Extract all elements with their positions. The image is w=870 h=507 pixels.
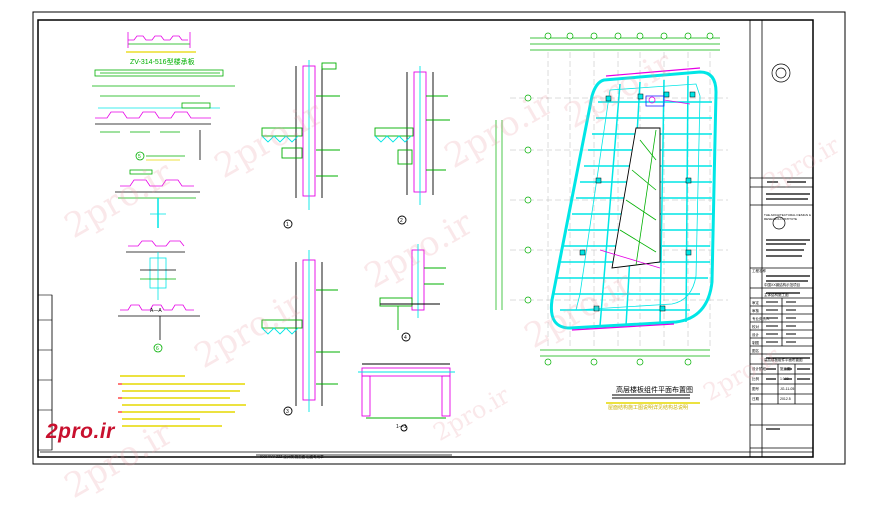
plan-stair-detail bbox=[599, 95, 691, 269]
scale-value: 1:100 bbox=[780, 377, 789, 381]
deck-dimension-row bbox=[92, 69, 235, 97]
marker-2: 2 bbox=[400, 218, 403, 224]
plan-columns bbox=[579, 91, 696, 312]
plan-dimension-bottom bbox=[540, 349, 710, 357]
title-block-seal bbox=[771, 63, 791, 230]
drawing-name: 高层楼板组件平面布置图 bbox=[764, 357, 803, 362]
project-name-2: 主体结构施工图 bbox=[764, 292, 789, 297]
stage-label: 设计阶段 bbox=[752, 366, 766, 371]
plan-dimension-top bbox=[530, 37, 720, 51]
bottom-strip: XXX YYY ZZZ 设计院 施工图 出图专用章 bbox=[260, 454, 324, 459]
deck-section-tier4 bbox=[118, 304, 200, 353]
plan-outline bbox=[549, 70, 718, 330]
drawing-label: 图名 bbox=[752, 348, 759, 353]
number-value: JG-11-05 bbox=[780, 387, 794, 391]
stage-value: 施工图 bbox=[780, 366, 791, 371]
plan-title: 高层楼板组件平面布置图 bbox=[616, 385, 693, 394]
plan-grid-bubbles bbox=[524, 32, 714, 366]
role-3: 专业负责人 bbox=[752, 316, 770, 321]
deck-section-tier2 bbox=[115, 169, 200, 228]
marker-5: 5 bbox=[138, 154, 141, 160]
marker-4: 4 bbox=[404, 335, 407, 341]
marker-6: 6 bbox=[156, 346, 159, 352]
title-block-role-marks bbox=[766, 301, 796, 343]
role-6: 制图 bbox=[752, 340, 760, 345]
scale-label: 比例 bbox=[752, 376, 760, 381]
marker-1: 1 bbox=[286, 222, 289, 228]
site-logo[interactable]: 2pro.ir bbox=[46, 420, 115, 443]
plan-dimension-left bbox=[495, 120, 503, 310]
role-1: 审定 bbox=[752, 300, 760, 305]
column-detail-2 bbox=[374, 66, 450, 225]
date-value: 2012.5 bbox=[780, 397, 791, 401]
outer-frame bbox=[32, 11, 846, 465]
drawing-sheet: ZV-314-516型楼承板 A—A 1—1 1 2 3 4 5 6 高层楼板组… bbox=[32, 11, 846, 507]
date-label: 日期 bbox=[752, 396, 760, 401]
company-en-2: RESEARCH INSTITUTE bbox=[764, 217, 797, 221]
marker-3: 3 bbox=[286, 409, 289, 415]
deck-callout-2 bbox=[135, 151, 185, 161]
number-label: 图号 bbox=[752, 386, 760, 391]
plan-title-underline bbox=[606, 394, 700, 404]
portal-frame-detail bbox=[358, 363, 455, 432]
plan-core-diagonals bbox=[619, 129, 657, 266]
column-detail-1 bbox=[261, 60, 340, 229]
inner-frame bbox=[37, 19, 814, 458]
deck-section-tier3 bbox=[126, 240, 185, 300]
project-name-1: 中国XX钢结构示范项目 bbox=[764, 282, 800, 287]
section-1-label: 1—1 bbox=[396, 424, 407, 430]
notes-block bbox=[120, 375, 246, 427]
deck-profile-detail bbox=[126, 32, 196, 53]
cad-drawing: ZV-314-516型楼承板 A—A 1—1 1 2 3 4 5 6 高层楼板组… bbox=[32, 11, 846, 465]
role-5: 设计 bbox=[752, 332, 760, 337]
binding-strip bbox=[37, 294, 53, 451]
plan-subtitle: 屋面结构施工图说明详见结构总说明 bbox=[608, 404, 688, 411]
role-2: 审核 bbox=[752, 308, 760, 313]
project-label: 工程名称 bbox=[752, 268, 766, 273]
deck-title-label: ZV-314-516型楼承板 bbox=[130, 57, 195, 66]
plan-magenta-trim bbox=[571, 67, 701, 331]
column-detail-4 bbox=[379, 244, 446, 342]
plan-core-opening bbox=[611, 127, 661, 269]
section-a-label: A—A bbox=[150, 308, 162, 314]
company-en-1: THE ARCHITECTURAL DESIGN & bbox=[764, 213, 811, 217]
column-detail-3 bbox=[261, 250, 340, 416]
title-block-text-marks bbox=[256, 181, 810, 456]
role-4: 校对 bbox=[752, 324, 760, 329]
notes-red-marks bbox=[118, 383, 122, 413]
deck-section-main bbox=[95, 102, 220, 160]
title-block-frame bbox=[40, 20, 813, 457]
